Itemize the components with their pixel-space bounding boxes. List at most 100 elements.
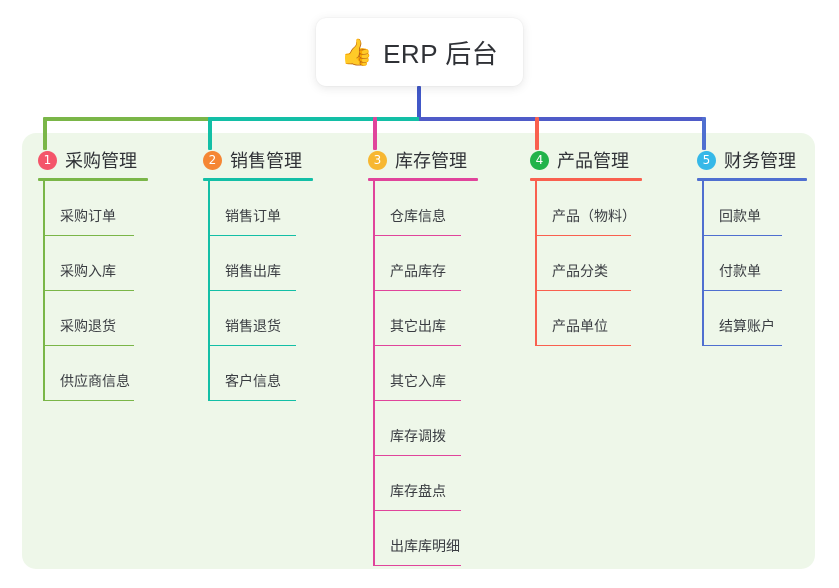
leaf-label: 采购退货 — [60, 318, 116, 334]
leaf-label: 回款单 — [719, 208, 761, 224]
leaf-underline — [702, 234, 782, 236]
leaf-list-2: 销售订单销售出库销售退货客户信息 — [203, 181, 313, 401]
leaf-item[interactable]: 销售退货 — [203, 291, 313, 346]
column-underline-1 — [38, 178, 148, 181]
leaf-label: 销售退货 — [225, 318, 281, 334]
column-4[interactable]: 4 产品管理产品（物料） 产品分类产品单位 — [530, 147, 642, 346]
connector-drop-2 — [208, 117, 212, 150]
leaf-spine-3 — [373, 181, 375, 566]
leaf-underline — [373, 234, 461, 236]
leaf-underline — [208, 234, 296, 236]
root-title: ERP 后台 — [383, 38, 499, 69]
column-header-3[interactable]: 3 库存管理 — [368, 147, 478, 173]
leaf-underline — [43, 344, 134, 346]
column-5[interactable]: 5 财务管理回款单付款单结算账户 — [697, 147, 807, 346]
leaf-label: 其它入库 — [390, 373, 446, 389]
leaf-item[interactable]: 出库库明细 — [368, 511, 478, 566]
leaf-item[interactable]: 库存调拨 — [368, 401, 478, 456]
leaf-label: 客户信息 — [225, 373, 281, 389]
column-header-4[interactable]: 4 产品管理 — [530, 147, 642, 173]
column-underline-2 — [203, 178, 313, 181]
column-underline-5 — [697, 178, 807, 181]
leaf-label: 结算账户 — [719, 318, 775, 334]
column-title-5: 财务管理 — [724, 151, 796, 171]
column-badge-5: 5 — [697, 150, 716, 170]
leaf-item[interactable]: 其它入库 — [368, 346, 478, 401]
column-1[interactable]: 1 采购管理采购订单采购入库采购退货供应商信息 — [38, 147, 148, 401]
column-3[interactable]: 3 库存管理仓库信息产品库存其它出库其它入库库存调拨库存盘点出库库明细 — [368, 147, 478, 566]
column-header-5[interactable]: 5 财务管理 — [697, 147, 807, 173]
column-badge-3: 3 — [368, 150, 387, 170]
connector-drop-5 — [702, 117, 706, 150]
leaf-spine-1 — [43, 181, 45, 401]
leaf-label: 产品单位 — [552, 318, 608, 334]
connector-segment-blue — [419, 117, 705, 121]
leaf-item[interactable]: 销售订单 — [203, 181, 313, 236]
leaf-label: 采购入库 — [60, 263, 116, 279]
leaf-label: 采购订单 — [60, 208, 116, 224]
leaf-label: 仓库信息 — [390, 208, 446, 224]
leaf-label: 产品库存 — [390, 263, 446, 279]
leaf-spine-4 — [535, 181, 537, 346]
leaf-item[interactable]: 采购退货 — [38, 291, 148, 346]
leaf-underline — [43, 289, 134, 291]
leaf-label: 产品分类 — [552, 263, 608, 279]
leaf-item[interactable]: 产品分类 — [530, 236, 642, 291]
column-header-1[interactable]: 1 采购管理 — [38, 147, 148, 173]
connector-drop-1 — [43, 117, 47, 150]
leaf-item[interactable]: 客户信息 — [203, 346, 313, 401]
leaf-underline — [43, 234, 134, 236]
connector-drop-3 — [373, 117, 377, 150]
column-2[interactable]: 2 销售管理销售订单销售出库销售退货客户信息 — [203, 147, 313, 401]
connector-segment-green — [44, 117, 211, 121]
leaf-item[interactable]: 供应商信息 — [38, 346, 148, 401]
leaf-item[interactable]: 产品库存 — [368, 236, 478, 291]
leaf-underline — [535, 344, 631, 346]
leaf-item[interactable]: 采购订单 — [38, 181, 148, 236]
column-badge-1: 1 — [38, 150, 57, 170]
column-badge-4: 4 — [530, 150, 549, 170]
leaf-item[interactable]: 产品（物料） — [530, 181, 642, 236]
column-header-2[interactable]: 2 销售管理 — [203, 147, 313, 173]
leaf-spine-2 — [208, 181, 210, 401]
thumbs-up-icon: 👍 — [340, 37, 374, 67]
column-title-2: 销售管理 — [230, 151, 302, 171]
leaf-underline — [373, 344, 461, 346]
column-underline-3 — [368, 178, 478, 181]
leaf-item[interactable]: 采购入库 — [38, 236, 148, 291]
column-title-4: 产品管理 — [557, 151, 629, 171]
root-stem-line — [417, 86, 421, 121]
leaf-underline — [373, 289, 461, 291]
leaf-label: 销售出库 — [225, 263, 281, 279]
leaf-item[interactable]: 仓库信息 — [368, 181, 478, 236]
column-title-1: 采购管理 — [65, 151, 137, 171]
leaf-list-3: 仓库信息产品库存其它出库其它入库库存调拨库存盘点出库库明细 — [368, 181, 478, 566]
leaf-label: 销售订单 — [225, 208, 281, 224]
leaf-item[interactable]: 付款单 — [697, 236, 807, 291]
leaf-underline — [208, 289, 296, 291]
leaf-item[interactable]: 其它出库 — [368, 291, 478, 346]
connector-segment-teal — [209, 117, 421, 121]
leaf-underline — [373, 509, 461, 511]
leaf-item[interactable]: 库存盘点 — [368, 456, 478, 511]
connector-drop-4 — [535, 117, 539, 150]
leaf-item[interactable]: 产品单位 — [530, 291, 642, 346]
leaf-label: 库存调拨 — [390, 428, 446, 444]
column-title-3: 库存管理 — [395, 151, 467, 171]
leaf-underline — [208, 344, 296, 346]
leaf-item[interactable]: 结算账户 — [697, 291, 807, 346]
column-badge-2: 2 — [203, 150, 222, 170]
root-node[interactable]: 👍 ERP 后台 — [316, 18, 523, 86]
leaf-spine-5 — [702, 181, 704, 346]
leaf-item[interactable]: 销售出库 — [203, 236, 313, 291]
leaf-item[interactable]: 回款单 — [697, 181, 807, 236]
leaf-label: 产品（物料） — [552, 208, 636, 224]
leaf-underline — [373, 399, 461, 401]
leaf-list-5: 回款单付款单结算账户 — [697, 181, 807, 346]
leaf-underline — [702, 289, 782, 291]
leaf-label: 库存盘点 — [390, 483, 446, 499]
leaf-label: 其它出库 — [390, 318, 446, 334]
column-underline-4 — [530, 178, 642, 181]
diagram-panel — [22, 133, 815, 569]
